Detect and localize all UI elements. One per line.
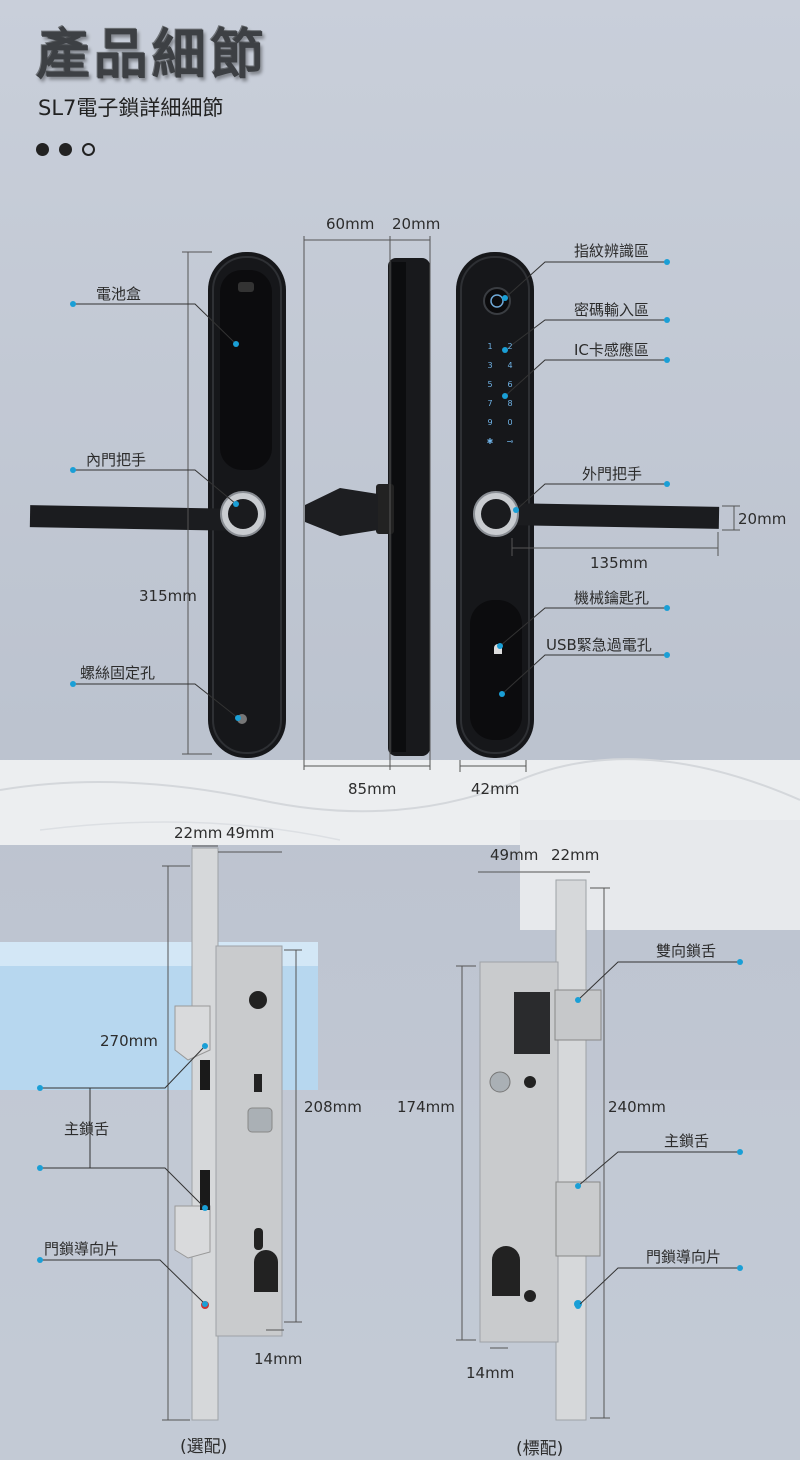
label-outer-handle: 外門把手 [582, 465, 643, 483]
label-right-double-bolt: 雙向鎖舌 [656, 942, 717, 960]
carousel-dots [36, 143, 95, 156]
label-screw-hole: 螺絲固定孔 [80, 664, 156, 682]
keypad-key[interactable]: ✱ [486, 437, 494, 446]
label-right-main-bolt: 主鎖舌 [664, 1132, 710, 1150]
keypad-key[interactable]: 9 [487, 418, 493, 427]
outer-panel [456, 252, 720, 758]
dim-depth-85: 85mm [348, 780, 397, 798]
label-key-hole: 機械鑰匙孔 [574, 589, 650, 607]
dot-filled-1[interactable] [36, 143, 49, 156]
dot-filled-2[interactable] [59, 143, 72, 156]
label-fingerprint: 指紋辨識區 [574, 242, 650, 260]
label-battery-box: 電池盒 [96, 285, 142, 303]
keypad-key[interactable]: 5 [487, 380, 493, 389]
dim-handle-height: 20mm [738, 510, 787, 528]
dim-left-22: 22mm [174, 824, 223, 842]
dim-right-174: 174mm [397, 1098, 455, 1116]
dim-right-240: 240mm [608, 1098, 666, 1116]
label-ic-card: IC卡感應區 [574, 341, 649, 359]
fingerprint-sensor [483, 287, 511, 315]
keypad-key[interactable]: 1 [487, 342, 493, 351]
page-title: 產品細節 [36, 23, 268, 86]
dim-right-14: 14mm [466, 1364, 515, 1382]
usb-cover [470, 600, 522, 740]
label-left-guide: 門鎖導向片 [44, 1240, 120, 1258]
keypad-key[interactable]: 6 [507, 380, 513, 389]
keypad-key[interactable]: 3 [487, 361, 493, 370]
keypad-key[interactable]: 8 [507, 399, 513, 408]
keypad: 1 2 3 4 5 6 7 8 9 0 ✱ ⊸ [480, 340, 520, 449]
dim-width-20: 20mm [392, 215, 441, 233]
label-right-guide: 門鎖導向片 [646, 1248, 722, 1266]
dim-left-208: 208mm [304, 1098, 362, 1116]
keypad-key[interactable]: 0 [507, 418, 513, 427]
dot-hollow-3[interactable] [82, 143, 95, 156]
dim-right-22: 22mm [551, 846, 600, 864]
dim-left-14: 14mm [254, 1350, 303, 1368]
keypad-key[interactable]: 4 [507, 361, 513, 370]
caption-standard: (標配) [516, 1439, 564, 1459]
outer-handle-lever [504, 503, 720, 529]
inner-handle-lever [29, 505, 241, 531]
inner-panel [29, 252, 286, 758]
dim-front-42: 42mm [471, 780, 520, 798]
dim-handle-length: 135mm [590, 554, 648, 572]
dim-left-49: 49mm [226, 824, 275, 842]
dim-left-270: 270mm [100, 1032, 158, 1050]
side-profile [305, 258, 430, 756]
label-password: 密碼輸入區 [574, 301, 650, 319]
mortise-standard [479, 879, 602, 1421]
keypad-key[interactable]: 2 [507, 342, 513, 351]
label-left-main-bolt: 主鎖舌 [64, 1120, 110, 1138]
dim-height-315: 315mm [139, 587, 197, 605]
label-usb: USB緊急過電孔 [546, 636, 652, 654]
caption-optional: (選配) [180, 1437, 228, 1457]
dim-width-60: 60mm [326, 215, 375, 233]
page-subtitle: SL7電子鎖詳細細節 [38, 96, 224, 120]
dim-right-49: 49mm [490, 846, 539, 864]
keypad-key[interactable]: ⊸ [506, 437, 514, 446]
keypad-key[interactable]: 7 [487, 399, 493, 408]
label-inner-handle: 內門把手 [86, 451, 147, 469]
battery-cover [220, 270, 272, 470]
mortise-optional [174, 847, 283, 1421]
